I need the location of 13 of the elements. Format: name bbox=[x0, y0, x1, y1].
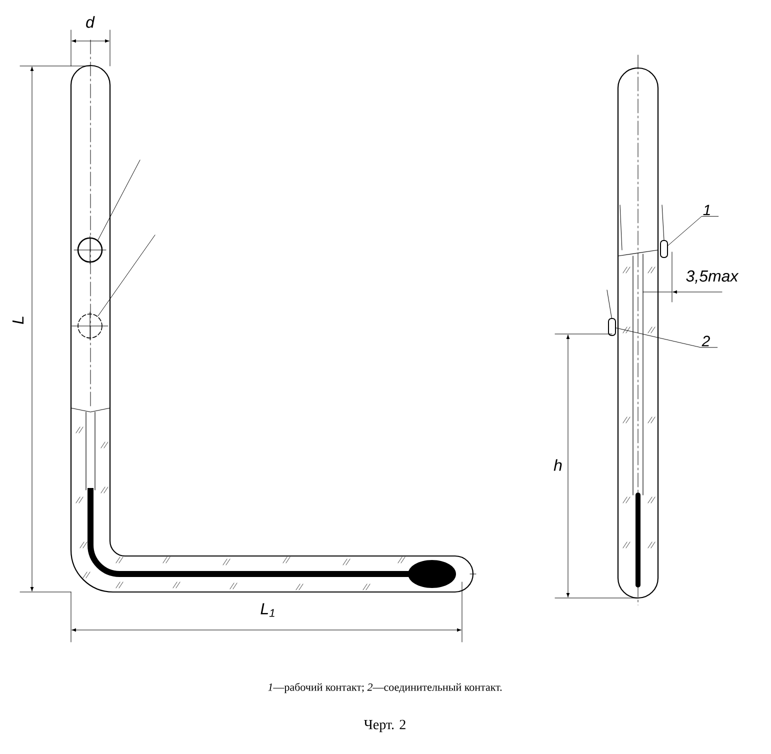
dimension-label: d bbox=[86, 16, 95, 28]
dimension-label: L bbox=[12, 316, 24, 324]
figure-caption: Черт. 2 bbox=[364, 720, 406, 732]
legend-text: 1—рабочий контакт; 2—соединительный контакт. bbox=[268, 682, 502, 694]
contact-knob bbox=[608, 318, 616, 336]
dimension-label: h bbox=[554, 459, 562, 471]
callout-number: 1 bbox=[703, 204, 710, 216]
dimension-label: 3,5max bbox=[686, 270, 739, 284]
leader-line bbox=[668, 216, 719, 246]
leader-line bbox=[616, 328, 718, 348]
callout-number: 2 bbox=[702, 336, 710, 346]
contact-knob bbox=[660, 240, 668, 258]
dimension-label: L$_{1}$ bbox=[260, 603, 274, 617]
